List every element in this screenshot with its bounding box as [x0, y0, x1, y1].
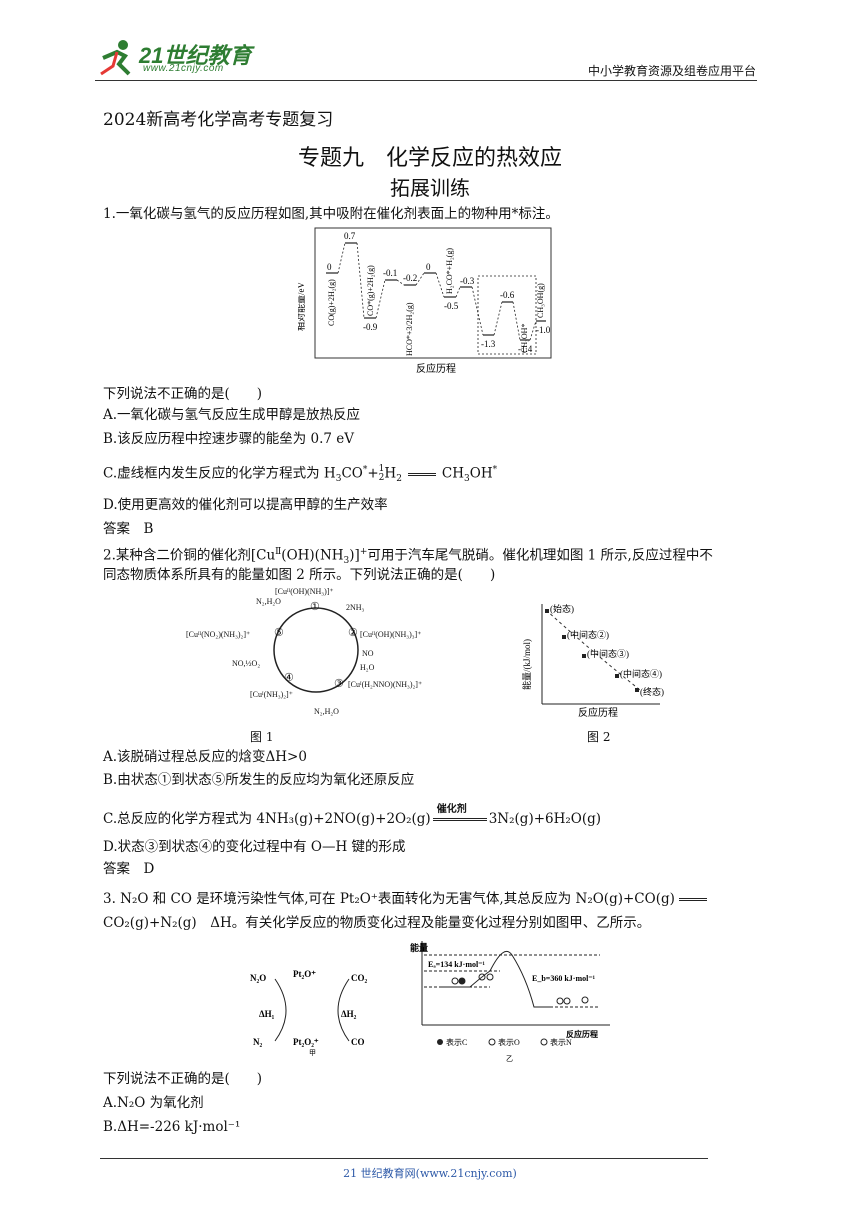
q2-energy-figure-2: 能量/(kJ/mol) (始态) (中间态②) (中间态③) (中间态④) (终… — [520, 600, 670, 720]
q1-level: 0 — [426, 262, 431, 272]
q2-option-b: B.由状态①到状态⑤所发生的反应均为氧化还原反应 — [103, 772, 415, 788]
q3-option-b: B.ΔH=-226 kJ·mol⁻¹ — [103, 1119, 241, 1135]
q1-species: HCO*+3/2H₂(g) — [405, 302, 414, 356]
q1-stem: 1.一氧化碳与氢气的反应历程如图,其中吸附在催化剂表面上的物种用*标注。 — [103, 206, 559, 222]
q1-species: H₂CO*+H₂(g) — [445, 248, 454, 294]
svg-text:(中间态②): (中间态②) — [567, 629, 609, 640]
svg-text:(始态): (始态) — [550, 603, 574, 614]
q1-xlabel: 反应历程 — [416, 362, 456, 375]
q1-level: -1.3 — [481, 339, 496, 349]
svg-text:表示O: 表示O — [498, 1037, 520, 1047]
logo-url: www.21cnjy.com — [143, 63, 224, 74]
q1-option-d: D.使用更高效的催化剂可以提高甲醇的生产效率 — [103, 497, 388, 513]
q1-level: -0.3 — [460, 276, 475, 286]
q1-answer: 答案 B — [103, 521, 154, 537]
q2-stem-line2: 同态物质体系所具有的能量如图 2 所示。下列说法正确的是( ) — [103, 567, 496, 583]
q1-level: -1.4 — [518, 344, 533, 354]
svg-text:甲: 甲 — [309, 1049, 316, 1057]
state-1-label: [Cuᴵᴵ(OH)(NH₃)]⁺ — [275, 587, 334, 596]
q3-prompt: 下列说法不正确的是( ) — [103, 1071, 263, 1087]
q2-option-a: A.该脱硝过程总反应的焓变ΔH>0 — [103, 749, 307, 765]
svg-text:H₂O: H₂O — [360, 663, 375, 672]
q2-stem-line1: 2.某种含二价铜的催化剂[CuⅡ(OH)(NH3)]+可用于汽车尾气脱硝。催化机… — [103, 547, 713, 567]
section-subtitle: 拓展训练 — [390, 176, 470, 200]
q2-mechanism-figure-1: ① ② ③ ④ ⑤ [Cuᴵᴵ(OH)(NH₃)]⁺ [Cuᴵᴵ(OH)(NH₃)₃]… — [180, 584, 480, 718]
platform-label: 中小学教育资源及组卷应用平台 — [587, 64, 756, 78]
q1-species: CH₃OH(g) — [536, 283, 545, 318]
svg-text:CO₂: CO₂ — [351, 973, 368, 983]
svg-text:反应历程: 反应历程 — [578, 706, 618, 719]
svg-text:(中间态③): (中间态③) — [587, 648, 629, 659]
q1-level: -0.1 — [383, 268, 397, 278]
q3-option-a: A.N₂O 为氧化剂 — [103, 1095, 204, 1111]
svg-text:ΔH₂: ΔH₂ — [341, 1009, 357, 1019]
q3-stem-line2: CO₂(g)+N₂(g) ΔH。有关化学反应的物质变化过程及能量变化过程分别如图… — [103, 915, 651, 931]
svg-text:(终态): (终态) — [640, 686, 664, 697]
svg-text:(中间态④): (中间态④) — [620, 668, 662, 679]
q1-option-a: A.一氧化碳与氢气反应生成甲醇是放热反应 — [103, 407, 361, 423]
svg-text:能量: 能量 — [410, 942, 428, 953]
q3-stem-line1: 3. N₂O 和 CO 是环境污染性气体,可在 Pt₂O⁺表面转化为无害气体,其… — [103, 890, 707, 908]
q1-level: 0.7 — [344, 231, 356, 241]
svg-text:Pt₂O⁺: Pt₂O⁺ — [293, 969, 316, 979]
state-2-label: [Cuᴵᴵ(OH)(NH₃)₃]⁺ — [360, 630, 421, 639]
topic-title: 专题九 化学反应的热效应 — [297, 146, 562, 171]
state-3-label: [Cuᴵ(H₂NNO)(NH₃)₂]⁺ — [348, 680, 422, 689]
q1-option-b: B.该反应历程中控速步骤的能垒为 0.7 eV — [103, 431, 355, 447]
svg-text:①: ① — [310, 601, 320, 613]
svg-text:CO: CO — [351, 1037, 365, 1047]
svg-text:反应历程: 反应历程 — [566, 1029, 598, 1039]
svg-text:④: ④ — [284, 672, 294, 684]
svg-text:E_b=360 kJ·mol⁻¹: E_b=360 kJ·mol⁻¹ — [532, 974, 596, 983]
q2-option-d: D.状态③到状态④的变化过程中有 O—H 键的形成 — [103, 839, 406, 855]
svg-text:Pt₂O₂⁺: Pt₂O₂⁺ — [293, 1037, 319, 1047]
svg-text:②: ② — [348, 627, 358, 639]
svg-text:N₂,H₂O: N₂,H₂O — [256, 597, 281, 606]
runner-logo-icon — [100, 40, 131, 76]
q1-level: -0.9 — [363, 322, 378, 332]
site-logo: 21世纪教育 www.21cnjy.com — [95, 38, 265, 78]
footer-link[interactable]: 21 世纪教育网(www.21cnjy.com) — [343, 1167, 517, 1180]
q1-level: -0.5 — [444, 301, 459, 311]
q1-prompt: 下列说法不正确的是( ) — [103, 386, 263, 402]
svg-text:Eₐ=134 kJ·mol⁻¹: Eₐ=134 kJ·mol⁻¹ — [428, 960, 485, 969]
svg-text:⑤: ⑤ — [274, 627, 284, 639]
svg-text:③: ③ — [334, 678, 344, 690]
q1-level: -0.6 — [500, 290, 515, 300]
svg-text:N₂O: N₂O — [250, 973, 266, 983]
footer-divider — [100, 1158, 708, 1159]
state-5-label: [Cuᴵᴵ(NO₂)(NH₃)₂]⁺ — [186, 630, 250, 639]
svg-text:N₂: N₂ — [253, 1037, 262, 1047]
figure-2-caption: 图 2 — [587, 730, 611, 744]
q1-ylabel: 相对能量/eV — [298, 282, 306, 331]
q1-species: CO*(g)+2H₂(g) — [366, 265, 375, 316]
figure-1-caption: 图 1 — [250, 730, 274, 744]
svg-text:N₂,H₂O: N₂,H₂O — [314, 707, 339, 716]
q1-level: -1.0 — [536, 325, 551, 335]
q2-answer: 答案 D — [103, 861, 155, 877]
logo-text: 21世纪教育 — [139, 43, 252, 68]
document-title: 2024新高考化学高考专题复习 — [103, 110, 334, 130]
q1-level: 0 — [327, 262, 332, 272]
svg-text:表示C: 表示C — [446, 1037, 467, 1047]
svg-text:表示N: 表示N — [550, 1037, 572, 1047]
svg-text:乙: 乙 — [506, 1055, 513, 1063]
state-4-label: [Cuᴵ(NH₃)₂]⁺ — [250, 690, 293, 699]
q3-figure-yi: 能量 Eₐ=134 kJ·mol⁻¹ E_b=360 kJ·mol⁻¹ 反应历程… — [400, 937, 640, 1065]
q1-level: -0.2 — [403, 273, 417, 283]
q3-figure-jia: N₂O Pt₂O⁺ CO₂ ΔH₁ ΔH₂ N₂ Pt₂O₂⁺ CO 甲 — [245, 965, 385, 1057]
q1-energy-figure: 相对能量/eV 0 0.7 -0.9 -0.1 -0.2 0 -0.5 — [295, 226, 558, 376]
svg-text:NO,½O₂: NO,½O₂ — [232, 659, 260, 668]
svg-text:ΔH₁: ΔH₁ — [259, 1009, 275, 1019]
svg-text:NO: NO — [362, 649, 374, 658]
svg-text:能量/(kJ/mol): 能量/(kJ/mol) — [521, 639, 532, 690]
header-divider — [95, 80, 757, 81]
q1-species: CO(g)+2H₂(g) — [327, 279, 336, 326]
q1-species: CH₃OH* — [520, 324, 529, 353]
svg-text:2NH₃: 2NH₃ — [346, 603, 365, 612]
